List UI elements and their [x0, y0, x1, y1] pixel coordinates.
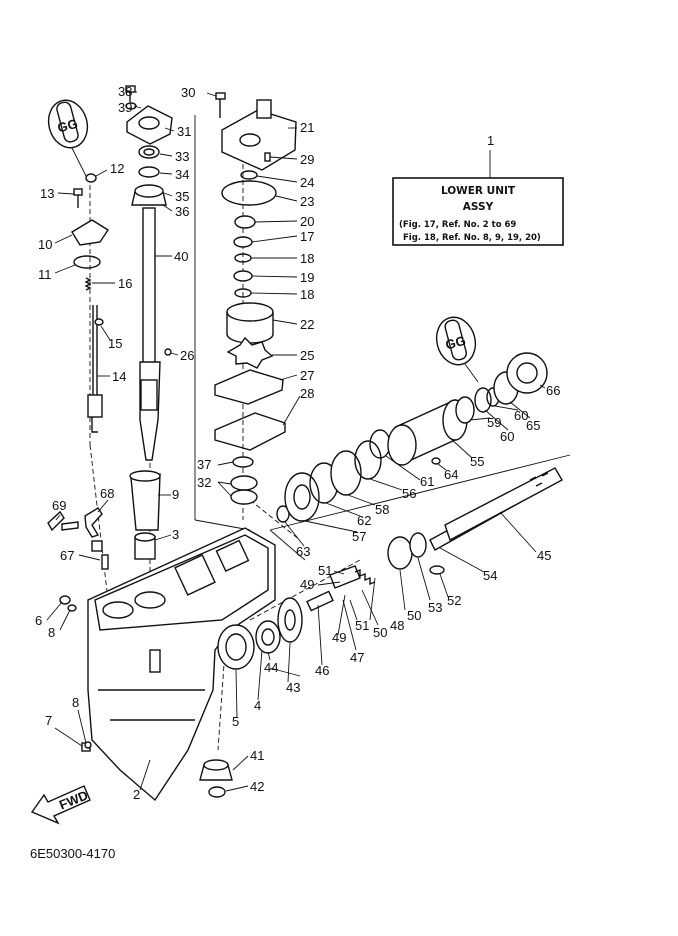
drawing-code: 6E50300-4170	[30, 846, 115, 861]
callout-5: 5	[232, 714, 239, 729]
leader-lines	[46, 91, 546, 792]
callout-22: 22	[300, 317, 314, 332]
callout-65: 65	[526, 418, 540, 433]
callout-51a: 51	[318, 563, 332, 578]
seal-badge-right: GG	[444, 333, 467, 353]
bearing-housing-group: GG	[276, 316, 548, 523]
callout-numbers: 38 39 31 33 34 35 36 12 13 10 11 16 15 1…	[35, 84, 560, 802]
callout-57: 57	[352, 529, 366, 544]
callout-47: 47	[350, 650, 364, 665]
title-line-1: LOWER UNIT	[441, 185, 516, 197]
callout-46: 46	[315, 663, 329, 678]
seal-badge-left: GG	[56, 116, 79, 136]
callout-25: 25	[300, 348, 314, 363]
callout-67: 67	[60, 548, 74, 563]
callout-45: 45	[537, 548, 551, 563]
callout-36: 36	[175, 204, 189, 219]
callout-26: 26	[180, 348, 194, 363]
fwd-arrow: FWD	[30, 785, 91, 825]
callout-37: 37	[197, 457, 211, 472]
shift-linkage-small-parts	[47, 507, 109, 752]
callout-2: 2	[133, 787, 140, 802]
shift-rod-group: GG	[47, 99, 109, 433]
fwd-label: FWD	[57, 787, 90, 812]
drive-shaft-group	[125, 85, 173, 560]
title-line-3: (Fig. 17, Ref. No. 2 to 69	[399, 220, 516, 230]
callout-51b: 51	[355, 618, 369, 633]
callout-10: 10	[38, 237, 52, 252]
callout-32: 32	[197, 475, 211, 490]
callout-49a: 49	[300, 577, 314, 592]
callout-33: 33	[175, 149, 189, 164]
title-line-4: Fig. 18, Ref. No. 8, 9, 19, 20)	[403, 233, 541, 243]
callout-40: 40	[174, 249, 188, 264]
callout-8a: 8	[48, 625, 55, 640]
callout-12: 12	[110, 161, 124, 176]
callout-16: 16	[118, 276, 132, 291]
callout-18a: 18	[300, 251, 314, 266]
callout-9: 9	[172, 487, 179, 502]
callout-7: 7	[45, 713, 52, 728]
callout-68: 68	[100, 486, 114, 501]
callout-18b: 18	[300, 287, 314, 302]
callout-49b: 49	[332, 630, 346, 645]
callout-39: 39	[118, 100, 132, 115]
callout-6: 6	[35, 613, 42, 628]
callout-30: 30	[181, 85, 195, 100]
callout-4: 4	[254, 698, 261, 713]
callout-8b: 8	[72, 695, 79, 710]
callout-11: 11	[38, 267, 52, 282]
title-box: 1 LOWER UNIT ASSY (Fig. 17, Ref. No. 2 t…	[392, 133, 564, 246]
callout-62: 62	[357, 513, 371, 528]
callout-43: 43	[286, 680, 300, 695]
callout-66: 66	[546, 383, 560, 398]
callout-52: 52	[447, 593, 461, 608]
callout-48: 48	[390, 618, 404, 633]
pinion-group	[199, 759, 233, 798]
callout-54: 54	[483, 568, 497, 583]
callout-34: 34	[175, 167, 189, 182]
propeller-shaft-group	[329, 467, 563, 589]
forward-gear-group	[217, 590, 334, 670]
callout-56: 56	[402, 486, 416, 501]
callout-29: 29	[300, 152, 314, 167]
callout-64: 64	[444, 467, 458, 482]
callout-35: 35	[175, 189, 189, 204]
callout-15: 15	[108, 336, 122, 351]
callout-27: 27	[300, 368, 314, 383]
title-line-2: ASSY	[463, 201, 494, 213]
callout-14: 14	[112, 369, 126, 384]
callout-13: 13	[40, 186, 54, 201]
title-ref-number: 1	[487, 133, 494, 148]
callout-50b: 50	[407, 608, 421, 623]
callout-42: 42	[250, 779, 264, 794]
callout-19: 19	[300, 270, 314, 285]
gear-case	[87, 527, 276, 802]
water-pump-group	[214, 92, 297, 505]
callout-21: 21	[300, 120, 314, 135]
callout-17: 17	[300, 229, 314, 244]
callout-41: 41	[250, 748, 264, 763]
callout-69: 69	[52, 498, 66, 513]
callout-31: 31	[177, 124, 191, 139]
callout-61: 61	[420, 474, 434, 489]
callout-44: 44	[264, 660, 278, 675]
callout-59: 59	[487, 415, 501, 430]
callout-58: 58	[375, 502, 389, 517]
callout-53: 53	[428, 600, 442, 615]
callout-63: 63	[296, 544, 310, 559]
callout-24: 24	[300, 175, 314, 190]
callout-60a: 60	[500, 429, 514, 444]
callout-20: 20	[300, 214, 314, 229]
callout-60b: 60	[514, 408, 528, 423]
callout-38: 38	[118, 84, 132, 99]
callout-23: 23	[300, 194, 314, 209]
callout-28: 28	[300, 386, 314, 401]
callout-50a: 50	[373, 625, 387, 640]
callout-3: 3	[172, 527, 179, 542]
callout-55: 55	[470, 454, 484, 469]
